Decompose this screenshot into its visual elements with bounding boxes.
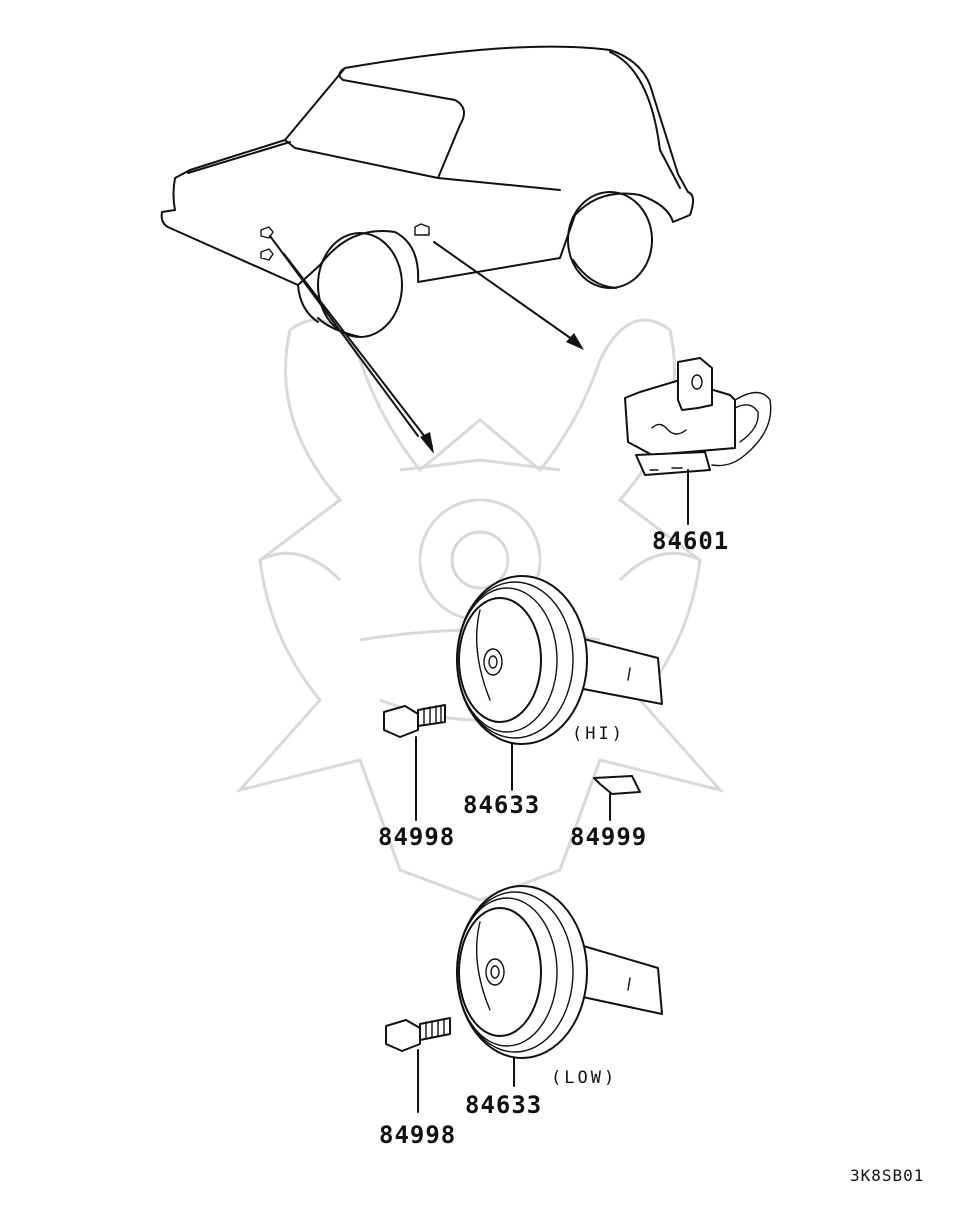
part-number-horn-low: 84633 [465, 1091, 542, 1119]
horn-hi [456, 575, 663, 791]
variant-label-low: (LOW) [551, 1068, 617, 1088]
diagram-code: 3K8SB01 [850, 1166, 924, 1185]
vehicle-outline [160, 45, 694, 338]
horn-low [456, 885, 663, 1087]
part-number-bolt-hi: 84998 [378, 823, 455, 851]
variant-label-hi: (HI) [572, 724, 625, 744]
part-number-bolt-low: 84998 [379, 1121, 456, 1149]
horn-relay [624, 357, 772, 525]
part-number-clip: 84999 [570, 823, 647, 851]
leader-arrows [269, 235, 584, 454]
part-number-horn-hi: 84633 [463, 791, 540, 819]
part-number-relay: 84601 [652, 527, 729, 555]
bracket-clip [593, 775, 641, 821]
bolt-low [385, 1017, 451, 1113]
bolt-hi [383, 704, 446, 821]
